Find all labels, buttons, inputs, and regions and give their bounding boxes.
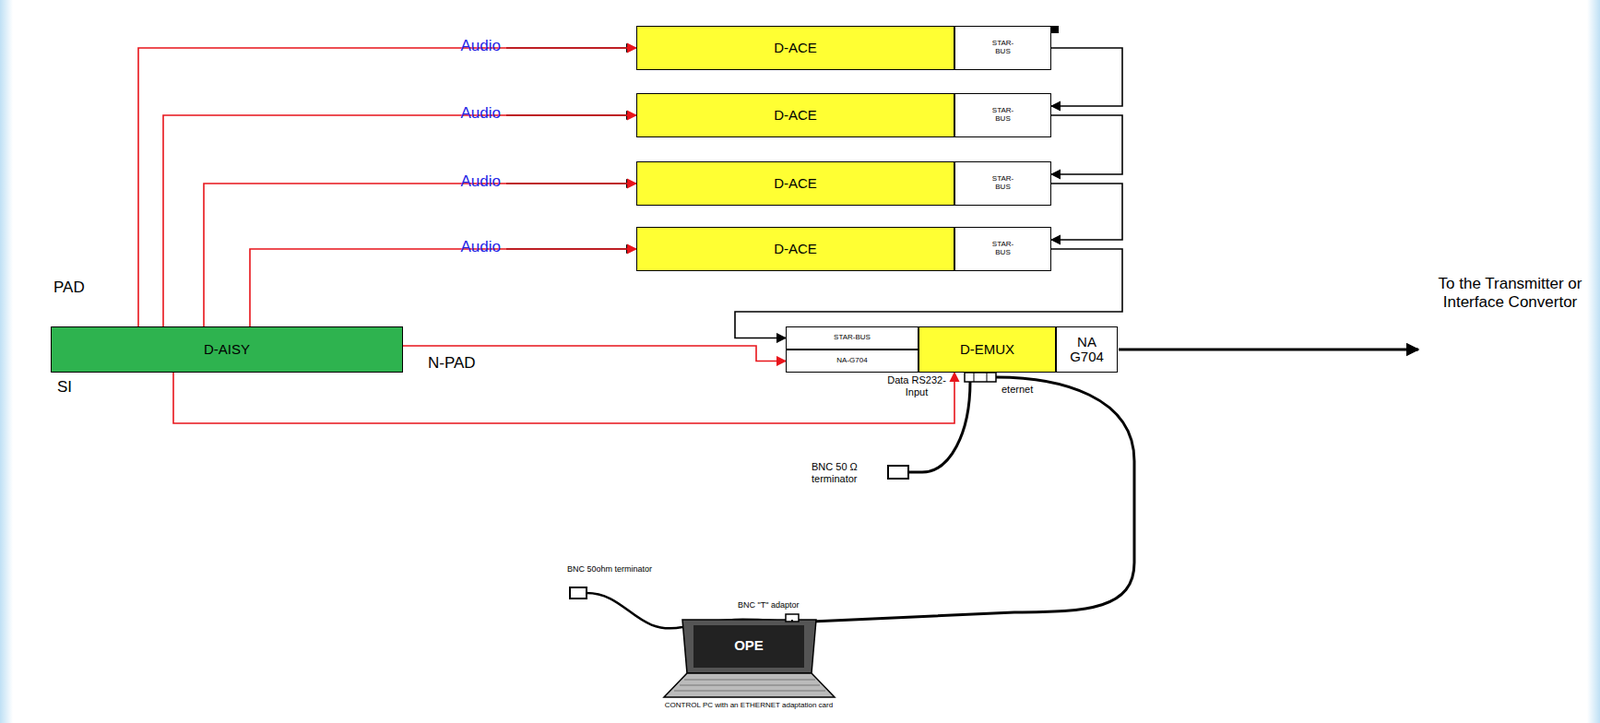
box-label: STAR-BUS [988,240,1019,258]
encoder-box: D-ACE [636,93,955,138]
bus-port: STAR-BUS [954,226,1052,272]
output-arrow [1118,348,1419,352]
audio-input-label: Audio [428,104,501,123]
bus-terminator [1051,25,1059,34]
audio-arrows [506,47,635,249]
star-bus-link [1051,47,1123,107]
box-label: D-AISY [203,342,250,358]
part-label: BNC 50ohm terminator [567,564,724,574]
box-label: STAR-BUS [833,333,871,343]
box-label: NA G704 [1064,334,1111,366]
bus-port: STAR-BUS [954,93,1052,138]
part-label: BNC 50 Ω terminator [811,461,886,485]
star-bus-link [1051,115,1123,175]
data-feed-line [203,183,637,327]
audio-input-label: Audio [428,237,501,257]
box-label: STAR-BUS [988,39,1019,57]
side-band [1587,0,1600,723]
encoder-box: D-ACE [636,161,955,206]
port-label: Data RS232-Input [883,374,950,398]
signal-label: PAD [53,278,109,297]
caption-label: CONTROL PC with an ETHERNET adaptation c… [656,700,842,710]
bnc-terminator [569,587,587,599]
box-label: D-ACE [773,107,818,124]
data-feed-line [163,115,637,327]
part-label: BNC "T" adaptor [737,600,849,610]
port-label: eternet [1001,383,1057,396]
destination-label: To the Transmitter or Interface Converto… [1424,274,1596,311]
signal-label: N-PAD [426,354,478,373]
encoder-box: D-ACE [636,25,955,71]
data-feed-line [173,372,955,424]
data-feed-line [249,248,637,327]
star-bus-link [1051,183,1123,240]
signal-label: SI [57,378,95,397]
bus-port: STAR-BUS [785,326,919,350]
box-label: STAR-BUS [988,175,1019,192]
box-label: D-ACE [773,176,818,192]
g704-output-port: NA G704 [1055,326,1118,373]
side-band [0,0,13,723]
multiplexer-box: D-EMUX [918,326,1056,373]
audio-input-label: Audio [428,172,501,191]
screen-logo: OPE [711,637,786,653]
data-server-box: D-AISY [50,326,403,373]
encoder-box: D-ACE [636,226,955,272]
bnc-terminator [888,465,909,479]
coax-cable [811,377,1135,622]
box-label: NA-G704 [836,356,867,366]
ethernet-connector [964,372,996,382]
laptop-illustration [663,614,835,698]
box-label: D-ACE [773,40,818,57]
box-label: D-EMUX [960,342,1015,358]
box-label: D-ACE [773,241,818,258]
bus-port: STAR-BUS [954,161,1052,206]
data-feed-line [138,47,637,327]
g704-port: NA-G704 [785,349,919,373]
box-label: STAR-BUS [988,106,1019,124]
bus-port: STAR-BUS [954,25,1052,71]
audio-input-label: Audio [428,36,501,56]
